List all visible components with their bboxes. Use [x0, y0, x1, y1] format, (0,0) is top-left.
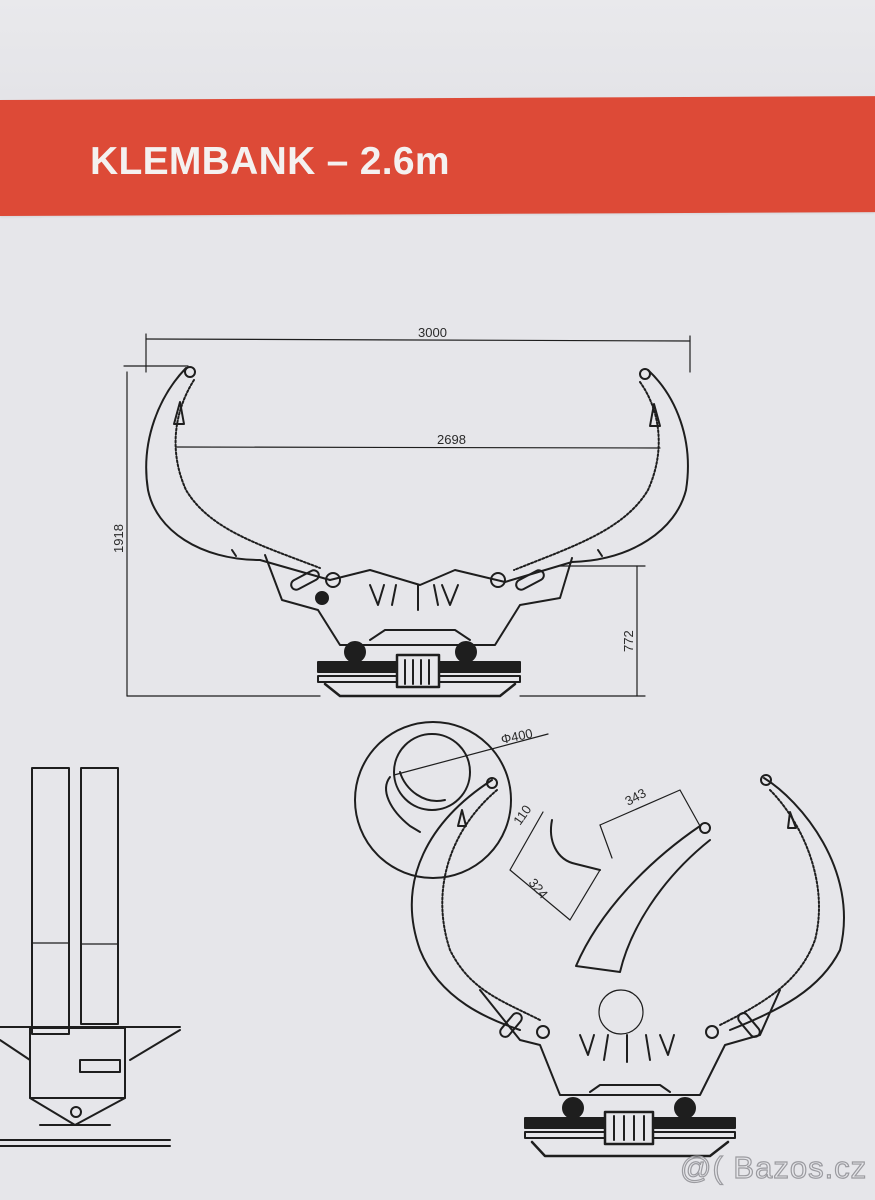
dim-overall-height: 1918 [111, 524, 126, 553]
dim-log-diameter: Φ400 [500, 726, 534, 747]
detail-view [354, 721, 845, 1158]
side-view [0, 767, 181, 1147]
dim-overall-width: 3000 [418, 325, 447, 340]
paper-background [0, 0, 875, 100]
dim-base-height: 772 [621, 630, 636, 652]
dim-jaw-length: 324 [526, 875, 551, 901]
front-view [123, 333, 691, 698]
dim-jaw-depth: 110 [510, 802, 534, 828]
dim-inner-width: 2698 [437, 432, 466, 447]
page-title: KLEMBANK – 2.6m [90, 140, 450, 183]
watermark: @( Bazos.cz [679, 1149, 868, 1185]
